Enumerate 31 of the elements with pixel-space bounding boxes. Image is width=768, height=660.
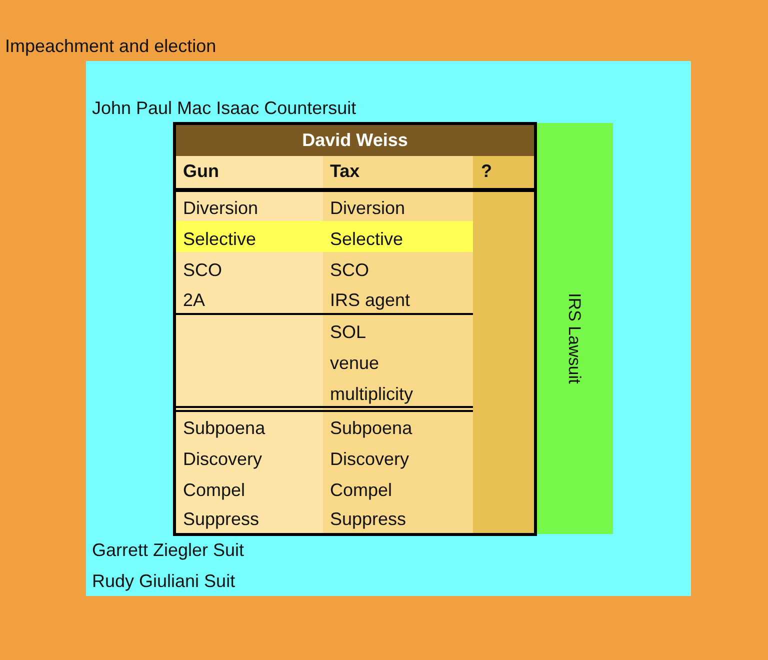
table-cell: Suppress xyxy=(330,508,406,530)
side-panel xyxy=(537,123,613,534)
table-cell: Compel xyxy=(183,479,246,501)
table-cell: venue xyxy=(330,352,380,374)
table-cell: Subpoena xyxy=(183,417,266,439)
region-label: Impeachment and election xyxy=(5,35,216,57)
table-cell: Discovery xyxy=(330,448,410,470)
table-cell: Compel xyxy=(330,479,392,501)
table-cell: 2A xyxy=(183,289,206,311)
table-cell: SCO xyxy=(183,259,222,281)
table-cell: SCO xyxy=(330,259,370,281)
region-label: Garrett Ziegler Suit xyxy=(92,539,244,561)
table-cell: Discovery xyxy=(183,448,262,470)
table-cell: Diversion xyxy=(330,197,406,219)
data-table xyxy=(173,122,537,536)
table-cell: Subpoena xyxy=(330,417,412,439)
table-cell: multiplicity xyxy=(330,383,414,405)
table-cell: IRS agent xyxy=(330,289,410,311)
column-header: ? xyxy=(481,160,492,182)
inner-region xyxy=(86,61,691,596)
panel-label: IRS Lawsuit xyxy=(564,293,585,384)
column-header: Gun xyxy=(183,160,219,182)
region-label: Rudy Giuliani Suit xyxy=(92,570,236,592)
table-header: David Weiss xyxy=(176,125,534,156)
table-cell: Suppress xyxy=(183,508,260,530)
table-cell: SOL xyxy=(330,321,366,343)
table-cell: Selective xyxy=(183,228,256,250)
table-cell: Selective xyxy=(330,228,404,250)
region-label: John Paul Mac Isaac Countersuit xyxy=(92,97,356,119)
table-cell: Diversion xyxy=(183,197,258,219)
column-header: Tax xyxy=(330,160,360,182)
